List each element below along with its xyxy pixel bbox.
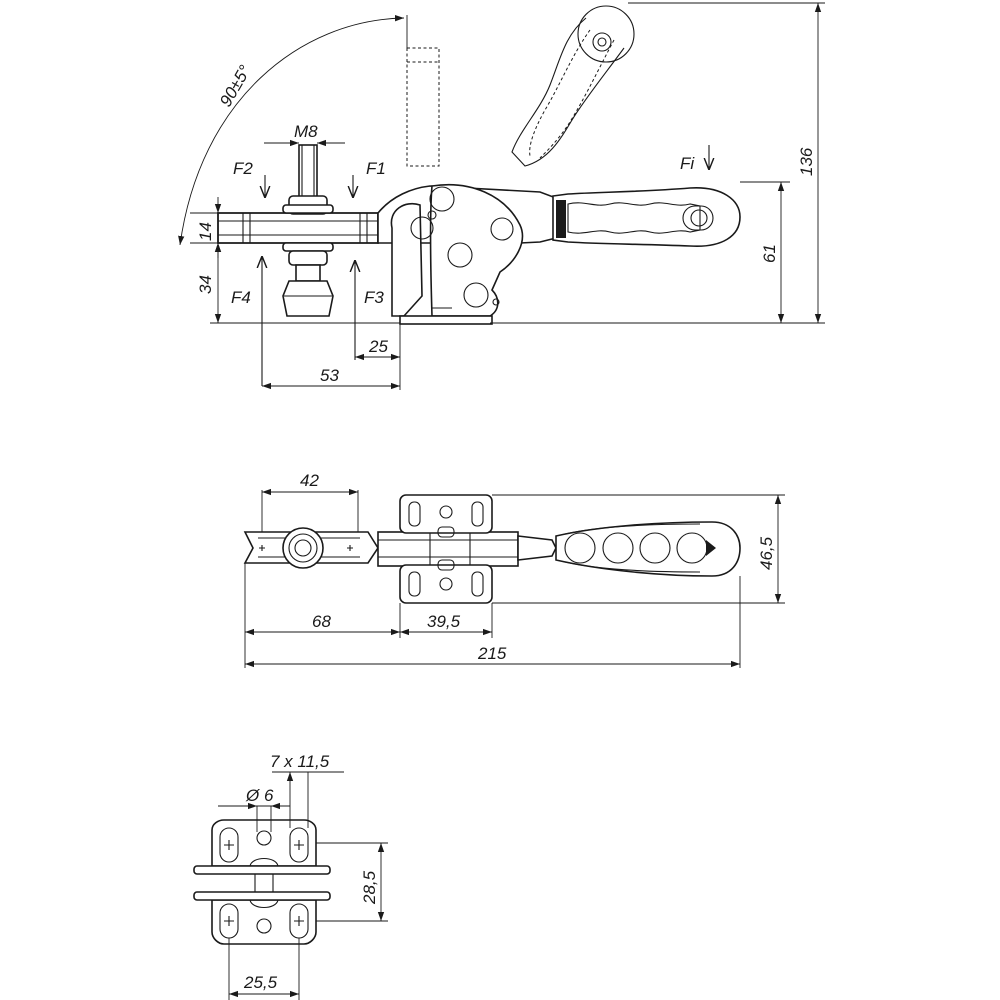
top-handle [555,521,741,577]
base-view: 7 x 11,5 Ø 6 28,5 25,5 [193,752,388,1000]
dim-215-label: 215 [477,644,507,663]
base-plate-top [211,819,317,867]
dim-25-label: 25 [368,337,388,356]
base-plate-bottom [211,899,317,945]
dim-42-label: 42 [300,471,319,490]
force-f4-label: F4 [231,288,251,307]
dim-53-label: 53 [320,366,339,385]
hole-label: Ø 6 [245,786,274,805]
force-f3-label: F3 [364,288,384,307]
top-spindle-bar [243,527,379,569]
top-view: 42 68 39,5 215 46,5 [243,471,785,668]
dim-61-label: 61 [760,244,779,263]
force-f1-label: F1 [366,159,386,178]
open-position-handle [511,5,635,167]
angle-arc [178,15,405,246]
force-fi-label: Fi [680,154,695,173]
dim-14-label: 14 [196,222,215,241]
spindle-screw [282,144,334,317]
dim-34-label: 34 [196,275,215,294]
dim-39-5-label: 39,5 [427,612,461,631]
spindle-bar [217,212,379,244]
top-lever [377,531,557,567]
dim-68-label: 68 [312,612,331,631]
base-flanges [193,857,331,909]
slot-label: 7 x 11,5 [270,752,330,771]
clamp-body [390,183,524,325]
dim-25-5-label: 25,5 [243,973,278,992]
top-base-plate [399,494,493,604]
dim-136-label: 136 [797,147,816,176]
open-position-bar [406,47,440,167]
side-view: 90±5° M8 F2 F1 F4 F3 Fi 14 34 25 53 61 1… [178,2,825,390]
handle [552,187,741,247]
thread-label: M8 [294,122,318,141]
force-f2-label: F2 [233,159,253,178]
dim-46-5-label: 46,5 [757,536,776,570]
dim-28-5-label: 28,5 [360,870,379,905]
angle-label: 90±5° [216,62,255,110]
